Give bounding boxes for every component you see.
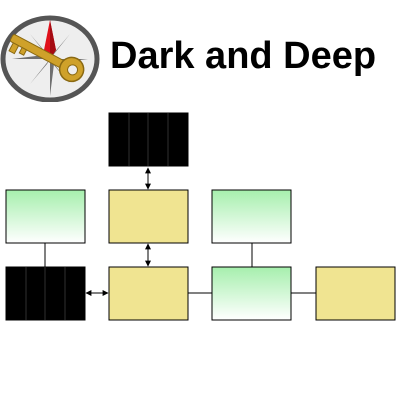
compass-key-icon	[0, 15, 100, 102]
room-r3[interactable]	[108, 189, 189, 244]
room-r2[interactable]	[5, 189, 86, 244]
room-r5[interactable]	[5, 266, 86, 321]
page-title: Dark and Deep	[110, 35, 377, 77]
room-r4[interactable]	[211, 189, 292, 244]
room-r8[interactable]	[315, 266, 396, 321]
room-r7[interactable]	[211, 266, 292, 321]
room-r1[interactable]	[108, 112, 189, 167]
room-r6[interactable]	[108, 266, 189, 321]
